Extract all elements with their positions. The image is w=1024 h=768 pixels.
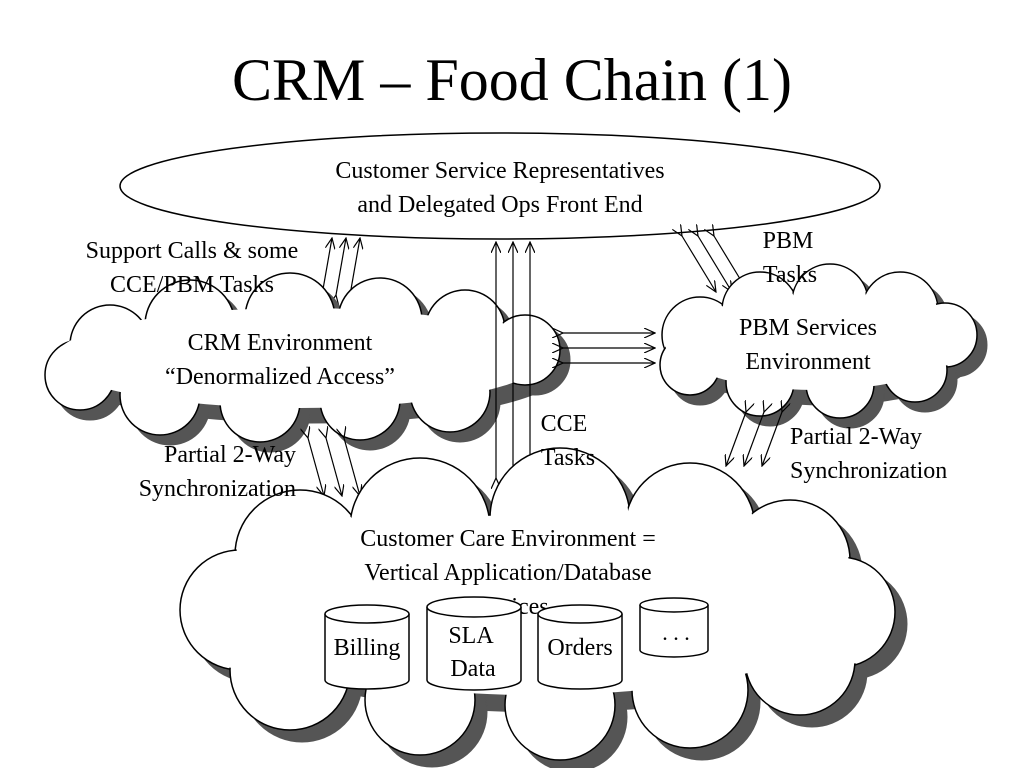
support-calls-arrows [322,238,360,295]
support-calls-label-line1: Support Calls & some [86,238,299,264]
db-more: . . . [639,597,709,658]
crm-label-line1: CRM Environment [188,330,373,356]
support-calls-label-line2: CCE/PBM Tasks [110,272,274,298]
cce-tasks-label-line2: Tasks [541,445,595,471]
right-sync-label-line1: Partial 2-Way [790,424,922,450]
right-sync-arrows [726,412,782,466]
db-sla-data: SLA Data [426,596,522,691]
crm-pbm-sync-arrows [563,333,655,363]
db-orders: Orders [537,604,623,690]
pbm-label-line1: PBM Services [739,315,877,341]
crm-environment-cloud: CRM Environment “Denormalized Access” [44,272,571,453]
csr-front-end-node: Customer Service Representatives and Del… [119,132,881,240]
cce-label-line2: Vertical Application/Database [364,560,651,586]
cce-label-line1: Customer Care Environment = [360,526,655,552]
db-billing: Billing [324,604,410,690]
customer-care-cloud: Customer Care Environment = Vertical App… [179,447,908,768]
cce-tasks-arrows [496,242,530,478]
pbm-tasks-label-line2: Tasks [763,262,817,288]
db-sla-label-line1: SLA [448,623,494,649]
csr-label-line2: and Delegated Ops Front End [357,192,642,218]
csr-label-line1: Customer Service Representatives [335,158,664,184]
db-orders-label: Orders [547,635,612,661]
page-title: CRM – Food Chain (1) [232,47,792,113]
crm-label-line2: “Denormalized Access” [165,364,395,390]
cce-tasks-label-line1: CCE [541,411,588,437]
db-more-label: . . . [662,620,690,645]
db-sla-label-line2: Data [450,656,496,682]
left-sync-label-line2: Synchronization [139,476,296,502]
pbm-tasks-label-line1: PBM [763,228,814,254]
db-billing-label: Billing [334,635,401,661]
right-sync-label-line2: Synchronization [790,458,947,484]
left-sync-arrows [308,438,360,496]
pbm-label-line2: Environment [745,349,871,375]
left-sync-label-line1: Partial 2-Way [164,442,296,468]
pbm-services-cloud: PBM Services Environment [659,263,988,429]
